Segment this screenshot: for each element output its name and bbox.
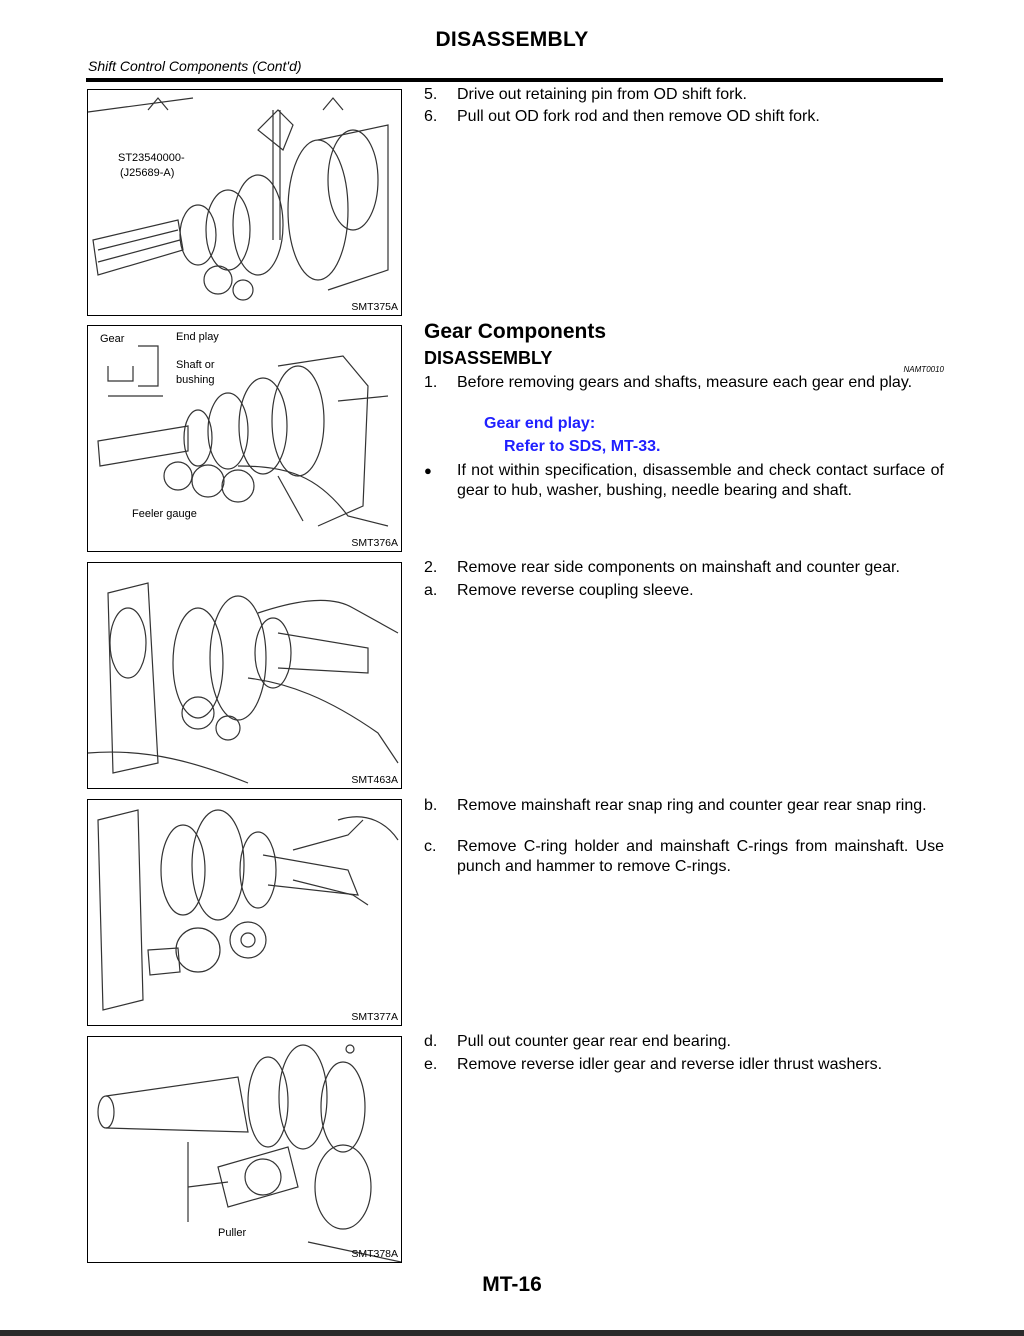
figure-label: Shaft or — [176, 359, 215, 371]
step-text: Drive out retaining pin from OD shift fo… — [457, 86, 747, 103]
step-text: Remove mainshaft rear snap ring and coun… — [457, 797, 927, 814]
figure-smt375a: ST23540000- (J25689-A) SMT375A — [87, 89, 402, 316]
step-number: b. — [424, 797, 438, 814]
figure-smt377a: SMT377A — [87, 799, 402, 1026]
figure-smt376a: Gear End play Shaft or bushing Feeler ga… — [87, 325, 402, 552]
step-text: Pull out counter gear rear end bearing. — [457, 1033, 731, 1050]
step-text: Pull out OD fork rod and then remove OD … — [457, 108, 820, 125]
step-number: 6. — [424, 108, 438, 125]
figure-drawing — [88, 97, 389, 301]
step-number: c. — [424, 838, 437, 855]
figure-drawing — [97, 345, 389, 527]
figure-label: bushing — [176, 374, 215, 386]
subsection-heading: DISASSEMBLY — [424, 348, 553, 368]
figure-drawing — [88, 582, 399, 784]
figure-label: ST23540000- — [118, 152, 185, 164]
step-text: Remove C-ring holder and mainshaft C-rin… — [457, 838, 944, 875]
page-title: DISASSEMBLY — [435, 28, 589, 51]
section-label: Shift Control Components (Cont'd) — [88, 58, 302, 74]
step-text: If not within specification, disassemble… — [457, 462, 944, 499]
reference-code: NAMT0010 — [903, 365, 944, 374]
figure-code: SMT378A — [351, 1248, 398, 1260]
spec-value: Refer to SDS, MT-33. — [504, 438, 661, 455]
step-number: a. — [424, 582, 438, 599]
step-text: Remove reverse coupling sleeve. — [457, 582, 694, 599]
step-number: d. — [424, 1033, 438, 1050]
step-text: Remove reverse idler gear and reverse id… — [457, 1056, 883, 1073]
header-rule — [86, 78, 943, 82]
page-number: MT-16 — [482, 1273, 542, 1296]
step-text: Remove rear side components on mainshaft… — [457, 559, 900, 576]
step-text: Before removing gears and shafts, measur… — [457, 374, 913, 391]
figure-code: SMT377A — [351, 1011, 398, 1023]
figure-code: SMT375A — [351, 301, 398, 313]
figure-label: End play — [176, 331, 219, 343]
figure-label: Feeler gauge — [132, 508, 197, 520]
bullet-icon: ● — [424, 463, 432, 478]
figure-code: SMT463A — [351, 774, 398, 786]
step-number: 5. — [424, 86, 438, 103]
figure-drawing — [97, 809, 399, 1011]
figure-label: Puller — [218, 1227, 247, 1239]
spec-label: Gear end play: — [484, 415, 596, 432]
bottom-bar — [0, 1330, 1024, 1336]
figure-code: SMT376A — [351, 537, 398, 549]
figure-label: (J25689-A) — [120, 167, 175, 179]
figure-smt378a: Puller SMT378A — [87, 1036, 402, 1263]
step-number: 2. — [424, 559, 438, 576]
figure-smt463a: SMT463A — [87, 562, 402, 789]
figure-label: Gear — [100, 333, 125, 345]
step-number: 1. — [424, 374, 438, 391]
step-number: e. — [424, 1056, 438, 1073]
section-heading: Gear Components — [424, 320, 607, 343]
figure-drawing — [97, 1044, 401, 1262]
